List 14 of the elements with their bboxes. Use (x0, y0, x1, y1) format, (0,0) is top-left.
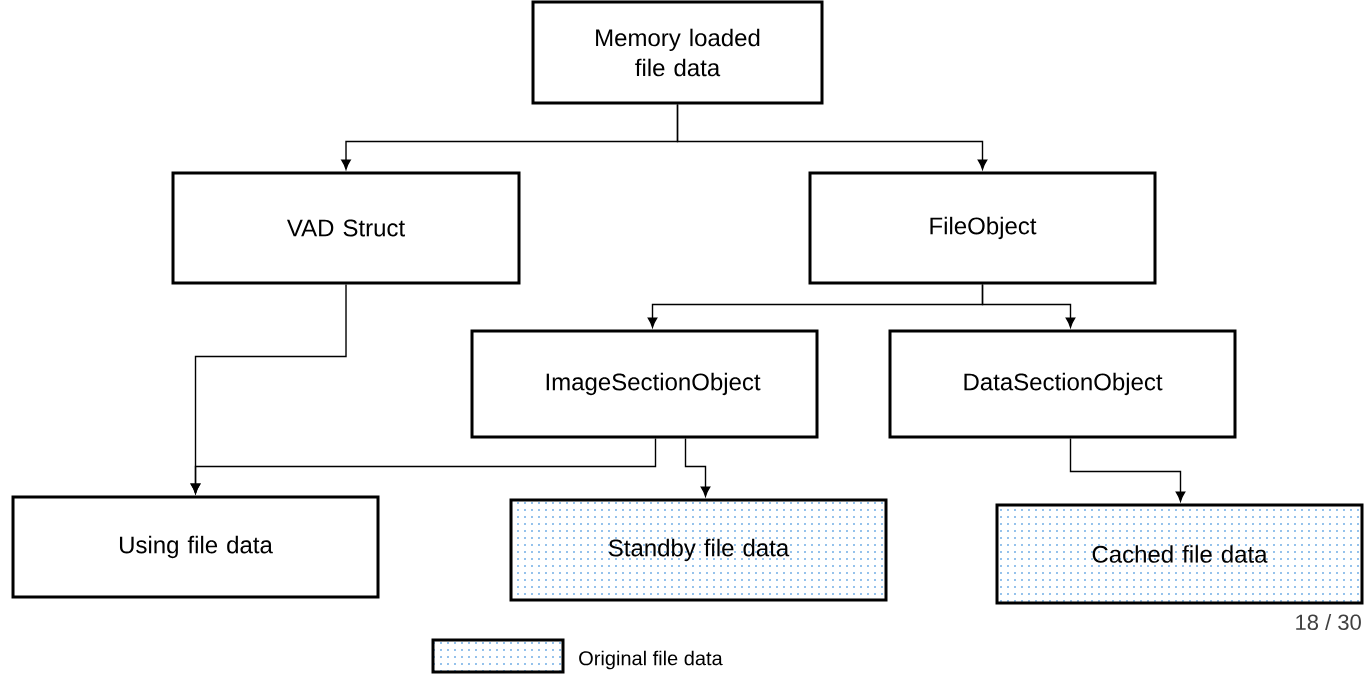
arrow (190, 437, 657, 494)
process-box: Memory loaded file data (531, 0, 824, 105)
process-box: VAD Struct (171, 171, 521, 285)
process-box: Using file data (11, 495, 380, 599)
arrow (981, 283, 1076, 328)
arrow (676, 103, 988, 170)
process-box: DataSectionObject (888, 329, 1237, 439)
arrow (684, 437, 711, 497)
process-box: FileObject (808, 171, 1157, 285)
process-box: ImageSectionObject (470, 329, 819, 439)
data-box: Standby file data (509, 498, 888, 602)
legend-text: Original file data (579, 650, 723, 670)
data-box: Cached file data (995, 503, 1364, 605)
arrow (1069, 437, 1186, 502)
